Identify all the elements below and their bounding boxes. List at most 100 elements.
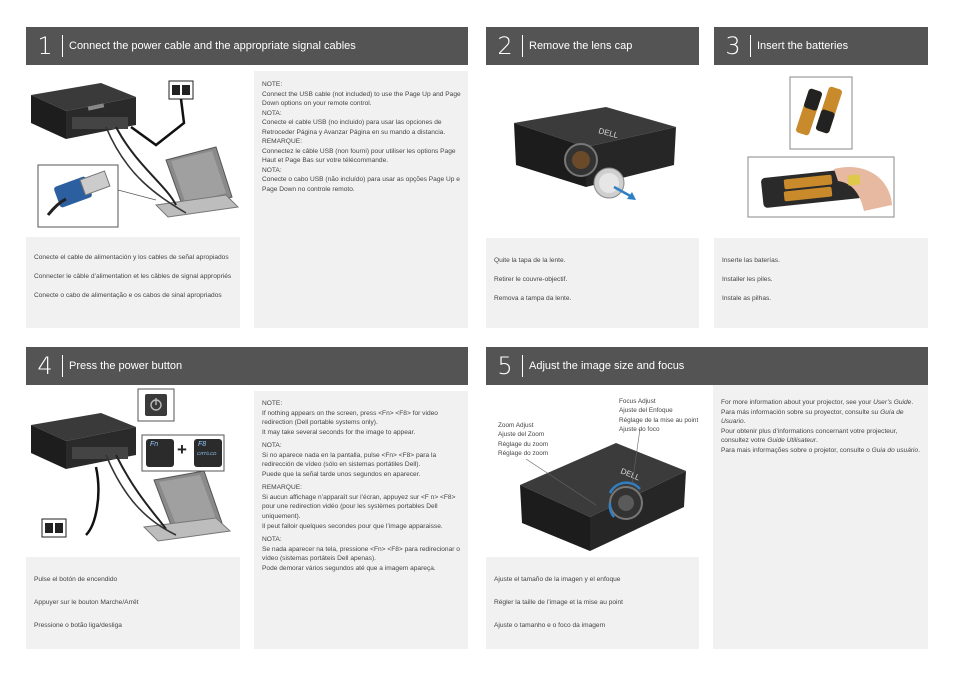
step2-caption-pt: Remova a tampa da lente.: [494, 294, 572, 302]
plus-sign: +: [177, 440, 187, 459]
lens-cap-removal-illustration: DELL: [514, 107, 676, 200]
f8-key-sublabel: CRT/LCD: [197, 451, 217, 456]
step1-number: 1: [37, 32, 53, 60]
note-text: Se nada aparecer na tela, pressione <Fn>…: [262, 545, 460, 563]
note-text: Connectez le câble USB (non fourni) pour…: [262, 147, 456, 165]
fn-key-icon: [146, 439, 174, 467]
step3-illustration: [714, 65, 928, 238]
focus-label-pt: Ajuste do foco: [619, 425, 660, 433]
header-divider: [522, 35, 523, 57]
step3-caption: Inserte las baterías. Installer les pile…: [722, 246, 922, 313]
note-text: Conecte o cabo USB (não incluído) para u…: [262, 176, 460, 194]
step2-caption: Quite la tapa de la lente. Retirer le co…: [494, 246, 694, 313]
step3-number: 3: [725, 32, 741, 60]
step3-caption-fr: Installer les piles.: [722, 275, 773, 283]
step3-caption-pt: Instale as pilhas.: [722, 294, 772, 302]
header-divider: [62, 355, 63, 377]
step4-title: Press the power button: [69, 360, 183, 372]
step5-info-panel: [713, 385, 928, 649]
step2-title: Remove the lens cap: [529, 40, 633, 52]
note-text: Si aucun affichage n’apparaît sur l’écra…: [262, 493, 456, 521]
note-label: NOTE:: [262, 400, 283, 407]
focus-label-es: Ajuste del Enfoque: [619, 407, 673, 415]
step1-notes: NOTE: Connect the USB cable (not include…: [262, 80, 462, 195]
step5-caption-es: Ajuste el tamaño de la imagen y el enfoq…: [494, 575, 621, 583]
step3-title: Insert the batteries: [757, 40, 849, 52]
note-text: Puede que la señal tarde unos segundos e…: [262, 470, 421, 478]
note-label: NOTA:: [262, 442, 282, 450]
header-divider: [522, 355, 523, 377]
arrow-icon: [627, 192, 636, 200]
note-label: REMARQUE:: [262, 484, 302, 492]
step2-caption-es: Quite la tapa de la lente.: [494, 256, 566, 264]
f8-key-label: F8: [198, 441, 207, 448]
note-text: Pode demorar vários segundos até que a i…: [262, 564, 436, 572]
zoom-label-fr: Réglage du zoom: [498, 440, 549, 448]
step2-illustration: DELL: [486, 65, 699, 238]
info-pt: Para mais informações sobre o projetor, …: [721, 446, 921, 454]
note-text: Connect the USB cable (not included) to …: [262, 90, 461, 108]
step5-caption-pt: Ajuste o tamanho e o foco da imagem: [494, 621, 606, 629]
note-label: NOTA:: [262, 536, 282, 544]
focus-label-fr: Réglage de la mise au point: [619, 416, 699, 424]
zoom-label-en: Zoom Adjust: [498, 422, 534, 429]
focus-arrow-icon: [608, 481, 641, 494]
step4-number: 4: [37, 352, 53, 380]
step1-illustration: [26, 65, 240, 237]
step1-notes-panel: [254, 71, 468, 328]
focus-adjust-labels: Focus Adjust Ajuste del Enfoque Réglage …: [619, 397, 698, 434]
projector-laptop-cable-illustration: [31, 80, 240, 228]
step1-header: 1 Connect the power cable and the approp…: [26, 27, 468, 65]
step5-caption: Ajuste el tamaño de la imagen y el enfoq…: [494, 565, 694, 640]
step2-caption-fr: Retirer le couvre-objectif.: [494, 275, 568, 283]
zoom-focus-illustration: DELL: [520, 428, 686, 551]
step4-notes-panel: [254, 391, 468, 649]
focus-label-en: Focus Adjust: [619, 398, 656, 405]
step3-header: 3 Insert the batteries: [714, 27, 928, 65]
note-label: NOTA:: [262, 109, 282, 117]
note-label: NOTA:: [262, 166, 282, 174]
info-en: For more information about your projecto…: [721, 399, 914, 406]
users-guide-title: User’s Guide: [873, 399, 912, 406]
header-divider: [62, 35, 63, 57]
step1-title: Connect the power cable and the appropri…: [69, 40, 356, 52]
fn-key-label: Fn: [150, 441, 159, 448]
step1-caption-fr: Connecter le câble d’alimentation et les…: [34, 272, 232, 280]
note-text: Si no aparece nada en la pantalla, pulse…: [262, 451, 437, 469]
step2-number: 2: [497, 32, 513, 60]
info-fr: Pour obtenir plus d’informations concern…: [721, 427, 898, 445]
step4-caption-es: Pulse el botón de encendido: [34, 575, 118, 583]
step1-caption: Conecte el cable de alimentación y los c…: [34, 243, 234, 310]
note-text: If nothing appears on the screen, press …: [262, 409, 438, 427]
note-label: REMARQUE:: [262, 138, 302, 146]
step5-caption-fr: Régler la taille de l’image et la mise a…: [494, 598, 624, 606]
step4-caption-pt: Pressione o botão liga/desliga: [34, 621, 122, 629]
guia-de-usuario-title: Guía de Usuario: [721, 408, 904, 426]
step5-number: 5: [497, 352, 513, 380]
power-button-illustration: [31, 388, 232, 542]
note-text: Conecte el cable USB (no incluido) para …: [262, 119, 446, 136]
f8-key-icon: [194, 439, 222, 467]
step4-caption-fr: Appuyer sur le bouton Marche/Arrêt: [34, 598, 139, 606]
step5-illustration: DELL Zoom Adjust Ajuste del Zoom Réglage…: [486, 385, 699, 557]
note-label: NOTE:: [262, 81, 283, 88]
step2-header: 2 Remove the lens cap: [486, 27, 699, 65]
step3-caption-es: Inserte las baterías.: [722, 256, 780, 264]
note-text: It may take several seconds for the imag…: [262, 428, 416, 436]
step4-caption: Pulse el botón de encendido Appuyer sur …: [34, 565, 234, 640]
guide-utilisateur-title: Guide Utilisateur: [767, 437, 816, 445]
zoom-label-pt: Réglage do zoom: [498, 449, 549, 457]
step4-header: 4 Press the power button: [26, 347, 468, 385]
step1-caption-es: Conecte el cable de alimentación y los c…: [34, 253, 229, 261]
zoom-label-es: Ajuste del Zoom: [498, 431, 545, 439]
step4-illustration: Fn + F8 CRT/LCD: [26, 385, 240, 557]
batteries-illustration: [747, 76, 895, 218]
guia-do-usuario-title: Guia do usuário: [871, 446, 919, 454]
note-text: Il peut falloir quelques secondes pour q…: [262, 522, 443, 530]
step5-info: For more information about your projecto…: [721, 398, 921, 455]
step5-title: Adjust the image size and focus: [529, 360, 685, 372]
step4-notes: NOTE: If nothing appears on the screen, …: [262, 399, 463, 573]
info-es: Para más información sobre su proyector,…: [721, 408, 904, 426]
step1-caption-pt: Conecte o cabo de alimentação e os cabos…: [34, 291, 222, 299]
step5-header: 5 Adjust the image size and focus: [486, 347, 928, 385]
